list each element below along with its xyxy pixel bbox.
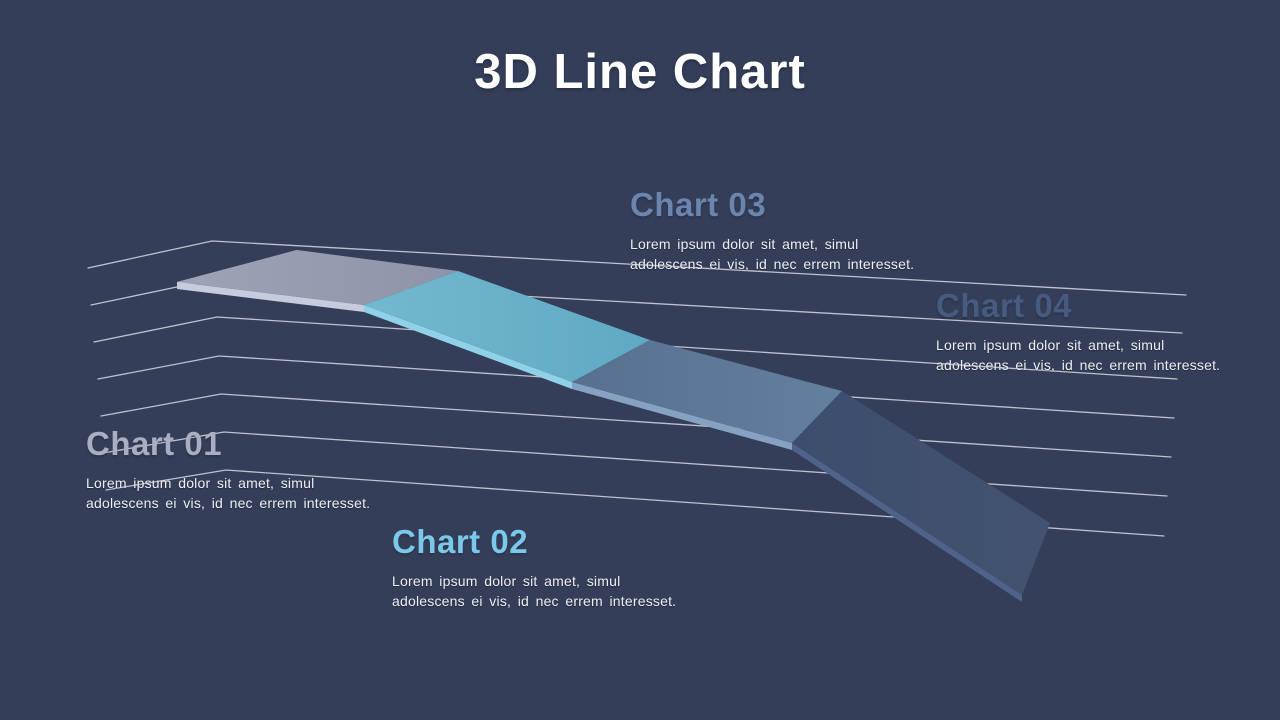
ribbon-segment-chart-01 — [177, 250, 458, 305]
gridline-1 — [87, 240, 1187, 296]
annotation-chart-02-body-line-2: adolescens ei vis, id nec errem interess… — [392, 592, 677, 609]
gridline-7 — [105, 469, 1165, 537]
annotation-chart-03: Chart 03 Lorem ipsum dolor sit amet, sim… — [630, 186, 970, 274]
ribbon-edge-chart-04 — [792, 443, 1022, 602]
ribbon-segment-chart-02 — [364, 271, 650, 382]
gridline-3 — [93, 316, 1178, 380]
ribbon-segment-chart-03 — [572, 340, 842, 443]
annotation-chart-04-body-line-1: Lorem ipsum dolor sit amet, simul — [936, 337, 1165, 353]
ribbon-edge-chart-01 — [177, 282, 364, 312]
annotation-chart-03-label: Chart 03 — [630, 186, 767, 223]
ribbon-segment-chart-04 — [792, 391, 1050, 595]
annotation-chart-03-body-line-2: adolescens ei vis, id nec errem interess… — [630, 255, 915, 272]
annotation-chart-02-label: Chart 02 — [392, 523, 529, 560]
annotation-chart-01-body-line-2: adolescens ei vis, id nec errem interess… — [86, 494, 371, 511]
annotation-chart-01: Chart 01 Lorem ipsum dolor sit amet, sim… — [86, 425, 426, 513]
annotation-chart-02: Chart 02 Lorem ipsum dolor sit amet, sim… — [392, 523, 732, 611]
annotation-chart-04-body-line-2: adolescens ei vis, id nec errem interess… — [936, 356, 1221, 373]
page-title: 3D Line Chart — [474, 45, 806, 99]
annotation-chart-02-body-line-1: Lorem ipsum dolor sit amet, simul — [392, 573, 621, 589]
ribbon-edge-chart-02 — [364, 305, 572, 389]
annotation-chart-01-body-line-1: Lorem ipsum dolor sit amet, simul — [86, 475, 315, 491]
gridline-4 — [97, 355, 1175, 419]
ribbon-edge-chart-03 — [572, 382, 792, 450]
annotation-chart-01-label: Chart 01 — [86, 425, 223, 462]
annotation-chart-03-body-line-1: Lorem ipsum dolor sit amet, simul — [630, 236, 859, 252]
annotation-chart-04: Chart 04 Lorem ipsum dolor sit amet, sim… — [936, 287, 1276, 375]
annotation-chart-04-label: Chart 04 — [936, 287, 1073, 324]
